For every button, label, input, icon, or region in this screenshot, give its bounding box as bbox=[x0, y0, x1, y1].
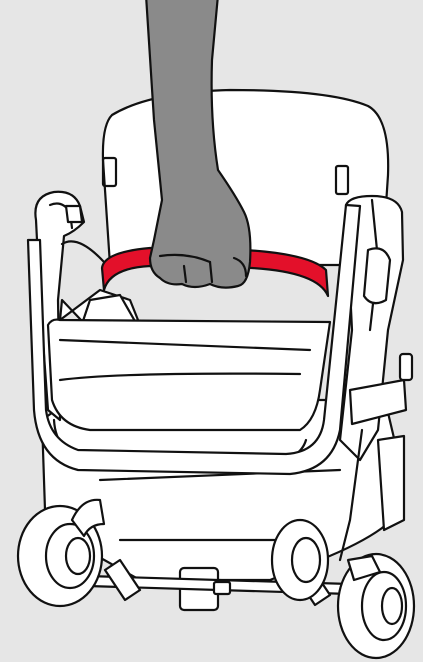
center-wheel bbox=[272, 520, 328, 600]
right-wheel bbox=[338, 554, 414, 658]
left-wheel bbox=[18, 500, 104, 606]
